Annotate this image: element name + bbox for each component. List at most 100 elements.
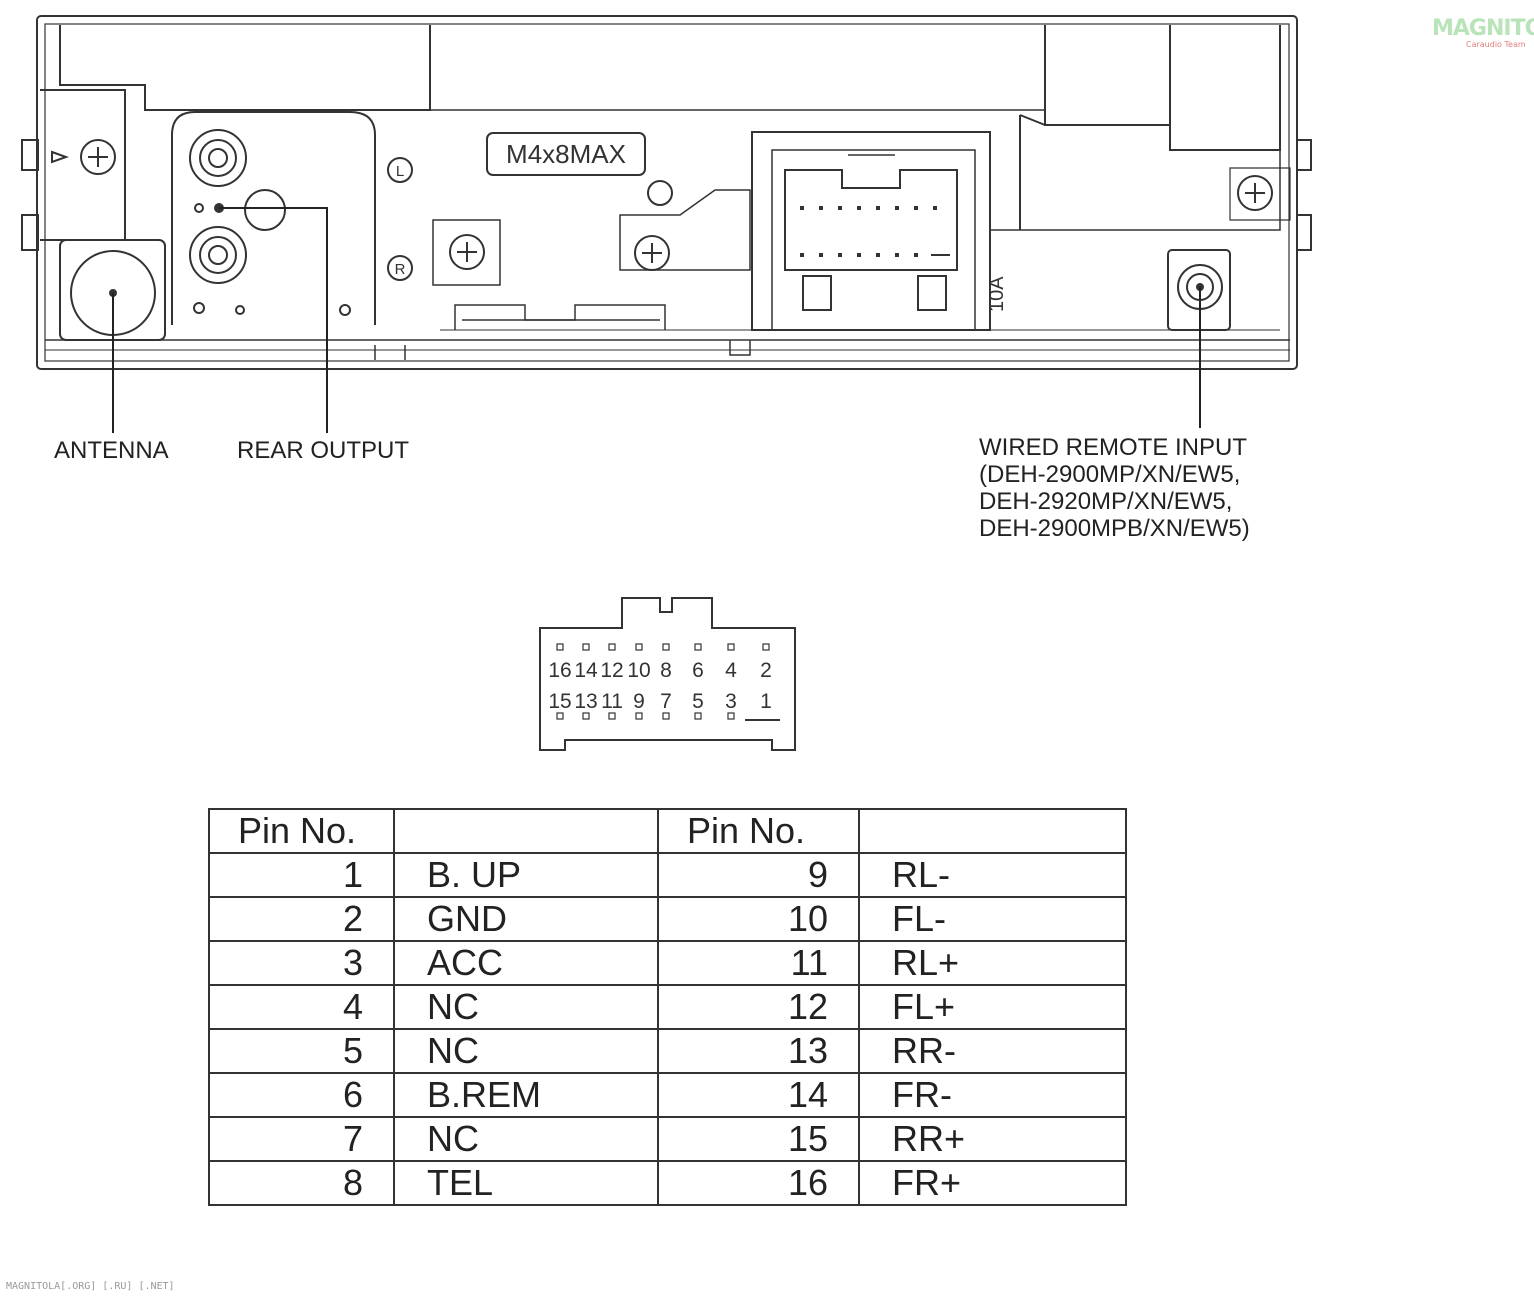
- table-row: 1 B. UP 9 RL-: [208, 852, 1127, 898]
- pin-function: RR-: [858, 1028, 1127, 1074]
- antenna-label: ANTENNA: [54, 437, 169, 464]
- pin-function: FR+: [858, 1160, 1127, 1206]
- ribbon-connector: [454, 304, 666, 330]
- connector-top-numbers: 16 14 12 10 8 6 4 2: [548, 659, 772, 682]
- header-function: [858, 808, 1127, 854]
- socket-pin-dot: [933, 206, 937, 210]
- pin-marker: [762, 643, 770, 651]
- table-row: 8 TEL 16 FR+: [208, 1160, 1127, 1206]
- watermark-logo-sub: Caraudio Team: [1466, 40, 1526, 49]
- table-row: 6 B.REM 14 FR-: [208, 1072, 1127, 1118]
- pin-marker: [727, 712, 735, 720]
- wired-remote-line4: DEH-2900MPB/XN/EW5): [979, 515, 1250, 542]
- pin-function: B.REM: [393, 1072, 659, 1118]
- pin-number: 8: [208, 1160, 395, 1206]
- table-row: 7 NC 15 RR+: [208, 1116, 1127, 1162]
- socket-pin-dot: [857, 206, 861, 210]
- socket-pin-dot: [819, 253, 823, 257]
- pin-number: 11: [601, 690, 623, 713]
- pin-number: 13: [657, 1028, 860, 1074]
- socket-pin-dot: [800, 253, 804, 257]
- socket-pin-dot: [876, 206, 880, 210]
- leader-lines: [112, 207, 1201, 433]
- socket-pin-dots: [800, 206, 937, 257]
- pin-number: 5: [208, 1028, 395, 1074]
- pin-marker: [662, 643, 670, 651]
- pin-marker: [727, 643, 735, 651]
- pin-number: 16: [657, 1160, 860, 1206]
- pin-number: 6: [692, 659, 704, 682]
- pin-marker: [582, 643, 590, 651]
- pin-marker: [635, 712, 643, 720]
- fuse-rating-label: 10A: [986, 276, 1008, 312]
- pin-marker: [556, 712, 564, 720]
- rear-output-rca: [171, 111, 413, 325]
- pin-number: 14: [657, 1072, 860, 1118]
- socket-pin-dot: [914, 206, 918, 210]
- connector-bottom-numbers: 15 13 11 9 7 5 3 1: [548, 690, 772, 713]
- wired-remote-label: WIRED REMOTE INPUT (DEH-2900MP/XN/EW5, D…: [979, 434, 1250, 542]
- pin-number: 4: [725, 659, 737, 682]
- pin-table: Pin No. Pin No. 1 B. UP 9 RL- 2 GND 10 F…: [208, 808, 1127, 1206]
- pin-function: NC: [393, 1028, 659, 1074]
- socket-pin-dot: [838, 206, 842, 210]
- pin-function: FL-: [858, 896, 1127, 942]
- rear-output-label: REAR OUTPUT: [237, 437, 410, 464]
- pin-function: RL-: [858, 852, 1127, 898]
- pin-marker: [662, 712, 670, 720]
- pin-marker: [582, 712, 590, 720]
- header-pin-no: Pin No.: [208, 808, 395, 854]
- pin-number: 7: [660, 690, 672, 713]
- pin-marker: [635, 643, 643, 651]
- wired-remote-line2: (DEH-2900MP/XN/EW5,: [979, 461, 1241, 488]
- socket-pin-dot: [800, 206, 804, 210]
- pin-number: 10: [657, 896, 860, 942]
- mount-hole: [647, 180, 673, 206]
- socket-pin-dot: [838, 253, 842, 257]
- pin-function: TEL: [393, 1160, 659, 1206]
- connector-diagram: [539, 597, 796, 751]
- pin-function: B. UP: [393, 852, 659, 898]
- socket-pin-dot: [876, 253, 880, 257]
- pin-function: FR-: [858, 1072, 1127, 1118]
- left-channel-mark: L: [396, 163, 404, 180]
- pin-marker: [556, 643, 564, 651]
- pin-number: 9: [633, 690, 645, 713]
- chassis: [21, 15, 1312, 370]
- pin-function: NC: [393, 1116, 659, 1162]
- pin-marker: [694, 643, 702, 651]
- pin-number: 15: [548, 690, 571, 713]
- pin-number: 1: [760, 690, 772, 713]
- pin-number: 4: [208, 984, 395, 1030]
- pin-marker: [694, 712, 702, 720]
- pin-number: 14: [574, 659, 598, 682]
- header-pin-no: Pin No.: [657, 808, 860, 854]
- screw-icon: [51, 139, 116, 175]
- pin-number: 2: [760, 659, 772, 682]
- pin-number: 7: [208, 1116, 395, 1162]
- right-bracket: [990, 114, 1291, 231]
- socket-pin-dot: [895, 253, 899, 257]
- pin-function: RR+: [858, 1116, 1127, 1162]
- socket-pin-dot: [819, 206, 823, 210]
- pin-marker: [608, 712, 616, 720]
- watermark-text: MAGNITOLA[.ORG] [.RU] [.NET]: [6, 1281, 175, 1292]
- screw-size-label: M4x8MAX: [506, 139, 626, 169]
- pin-function: GND: [393, 896, 659, 942]
- connector-pin-markers: [556, 643, 770, 720]
- screw-icon: [432, 219, 501, 286]
- harness-socket: [751, 131, 991, 331]
- pin-number: 12: [600, 659, 623, 682]
- watermark-logo: MAGNITOLA: [1432, 16, 1534, 41]
- pin-function: ACC: [393, 940, 659, 986]
- screw-icon: [619, 189, 751, 271]
- pin-number: 12: [657, 984, 860, 1030]
- wired-remote-line3: DEH-2920MP/XN/EW5,: [979, 488, 1233, 515]
- pin-function: RL+: [858, 940, 1127, 986]
- pin-number: 6: [208, 1072, 395, 1118]
- pin-number: 1: [208, 852, 395, 898]
- pin-number: 3: [208, 940, 395, 986]
- pin-number: 8: [660, 659, 672, 682]
- table-row: 2 GND 10 FL-: [208, 896, 1127, 942]
